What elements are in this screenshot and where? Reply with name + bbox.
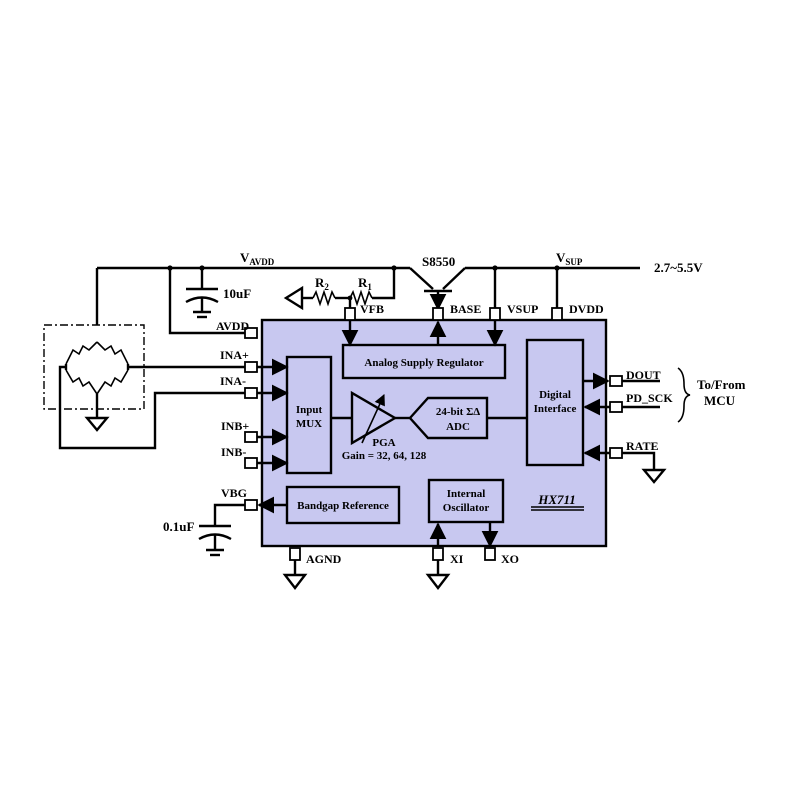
rate-pin: [609, 447, 623, 459]
ina-minus-pin: [244, 387, 258, 399]
feedback-resistor-network: [283, 268, 396, 311]
avdd-pin-label: AVDD: [216, 319, 249, 333]
pga-gain-label: Gain = 32, 64, 128: [342, 450, 427, 462]
xi-pin: [432, 547, 444, 561]
vfb-pin: [344, 307, 356, 321]
xo-pin: [484, 547, 496, 561]
vfb-pin-label: VFB: [360, 302, 384, 316]
supply-range-label: 2.7~5.5V: [654, 260, 703, 275]
dout-pin-label: DOUT: [626, 368, 661, 382]
mcu-bracket: [622, 367, 691, 423]
ina-plus-pin-label: INA+: [220, 348, 249, 362]
vsup-rail: [465, 265, 640, 312]
dout-pin: [609, 375, 623, 387]
inb-plus-pin-label: INB+: [221, 419, 249, 433]
vsup-pin-label: VSUP: [507, 302, 538, 316]
bandgap-label: Bandgap Reference: [297, 500, 389, 512]
s8550-label: S8550: [422, 254, 455, 269]
agnd-pin: [289, 547, 301, 561]
vavdd-rail: [95, 265, 410, 335]
internal-oscillator-block: [427, 478, 505, 524]
pd-sck-pin-label: PD_SCK: [626, 391, 673, 405]
agnd-ground: [282, 560, 308, 590]
vsup-pin: [489, 307, 501, 321]
r1-label: R1: [358, 275, 372, 292]
vbg-pin-label: VBG: [221, 486, 247, 500]
input-mux-label-line1: Input: [296, 404, 323, 416]
digital-interface-block: [525, 338, 585, 467]
load-cell-bridge: [43, 324, 245, 450]
xo-pin-label: XO: [501, 552, 519, 566]
chip-body: [260, 318, 608, 548]
adc-label-line1: 24-bit ΣΔ: [436, 406, 480, 418]
avdd-decoupling-capacitor: [185, 268, 219, 319]
rate-pin-label: RATE: [626, 439, 658, 453]
inb-minus-pin-label: INB-: [221, 445, 246, 459]
rate-ground: [622, 451, 667, 484]
avdd-pin: [244, 327, 258, 339]
xi-ground: [425, 560, 451, 590]
digital-interface-label-line1: Digital: [539, 389, 571, 401]
r2-label: R2: [315, 275, 329, 292]
input-mux-label-line2: MUX: [296, 418, 322, 430]
oscillator-label-line1: Internal: [447, 488, 486, 500]
analog-supply-regulator-block: [341, 343, 507, 380]
vbg-decoupling-capacitor: [198, 503, 245, 557]
digital-interface-label-line2: Interface: [534, 403, 577, 415]
mcu-label-line1: To/From: [697, 377, 746, 392]
dvdd-pin-label: DVDD: [569, 302, 604, 316]
analog-regulator-label: Analog Supply Regulator: [364, 357, 483, 369]
vsup-label: VSUP: [556, 250, 583, 267]
s8550-transistor-symbol: [409, 267, 466, 311]
xi-pin-label: XI: [450, 552, 464, 566]
cap-avdd-label: 10uF: [223, 286, 251, 301]
mcu-label-line2: MCU: [704, 393, 736, 408]
agnd-pin-label: AGND: [306, 552, 342, 566]
adc-label-line2: ADC: [446, 421, 470, 433]
oscillator-label-line2: Oscillator: [443, 502, 490, 514]
inb-plus-pin: [244, 431, 258, 443]
vbg-pin: [244, 499, 258, 511]
base-pin-label: BASE: [450, 302, 481, 316]
base-pin: [432, 307, 444, 321]
cap-vbg-label: 0.1uF: [163, 519, 194, 534]
chip-name-label: HX711: [537, 492, 576, 507]
ina-plus-pin: [244, 361, 258, 373]
input-mux-block: [285, 355, 333, 475]
inb-minus-pin: [244, 457, 258, 469]
pga-label: PGA: [372, 437, 395, 449]
ina-minus-pin-label: INA-: [220, 374, 246, 388]
vavdd-label: VAVDD: [240, 250, 275, 267]
pd-sck-pin: [609, 401, 623, 413]
dvdd-pin: [551, 307, 563, 321]
